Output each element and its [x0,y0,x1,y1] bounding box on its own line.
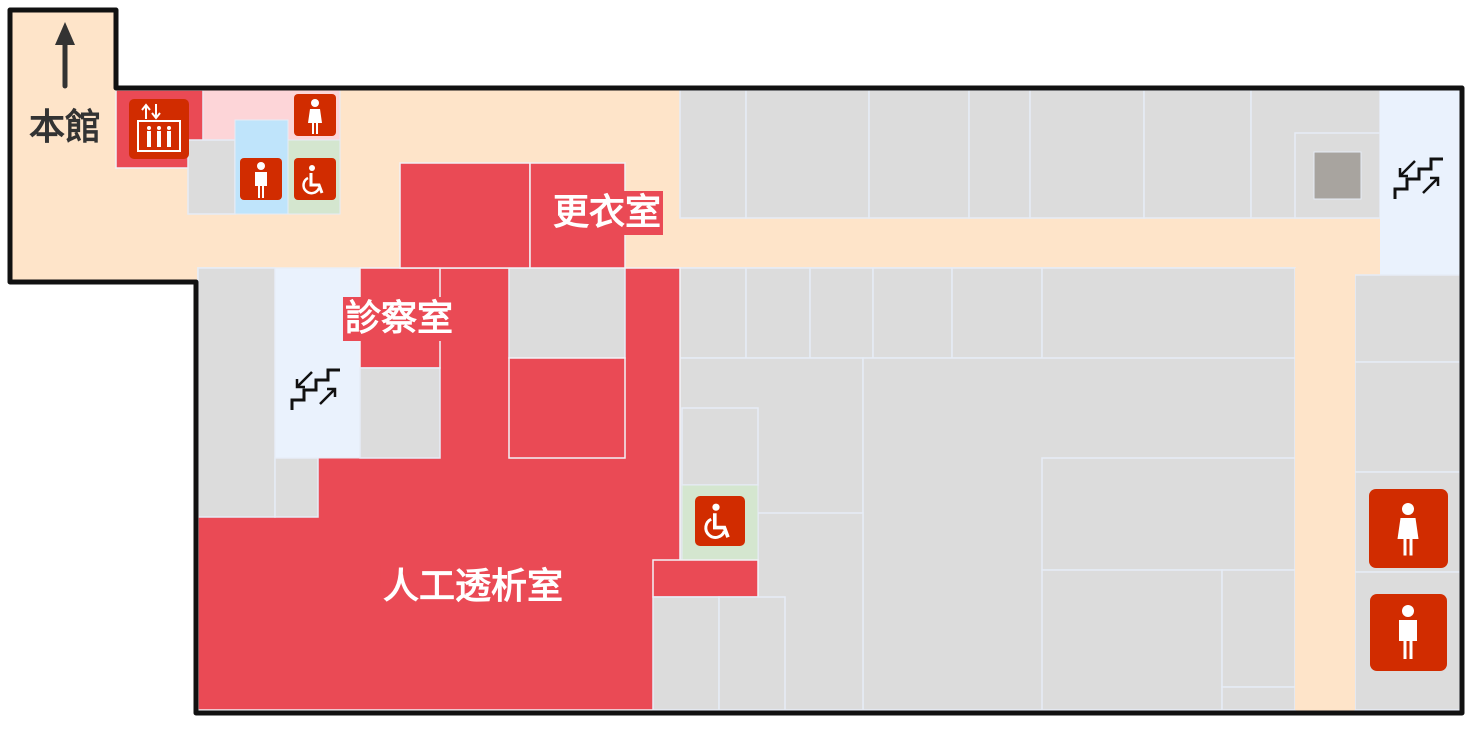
elevator-icon [129,99,189,159]
dialysis-area [197,267,786,711]
male-restroom-icon [240,158,282,200]
floor-outline [7,7,1465,716]
stairs-area-right [1380,90,1460,275]
dialysis-room-label: 人工透析室 [380,565,566,609]
main-building-label: 本館 [28,107,102,148]
top-room-row [679,89,1381,219]
female-restroom-icon [1369,489,1448,568]
changing-room-1 [399,162,531,269]
female-restroom-icon [294,94,336,136]
arrow-up-icon [55,22,75,89]
changing-room-label: 更衣室 [550,191,664,235]
exam-room-label: 診察室 [342,297,456,341]
accessible-restroom-icon [695,496,745,546]
accessible-restroom-icon [294,158,336,200]
male-restroom-icon [1370,594,1447,671]
corridor-vertical [1295,268,1355,710]
